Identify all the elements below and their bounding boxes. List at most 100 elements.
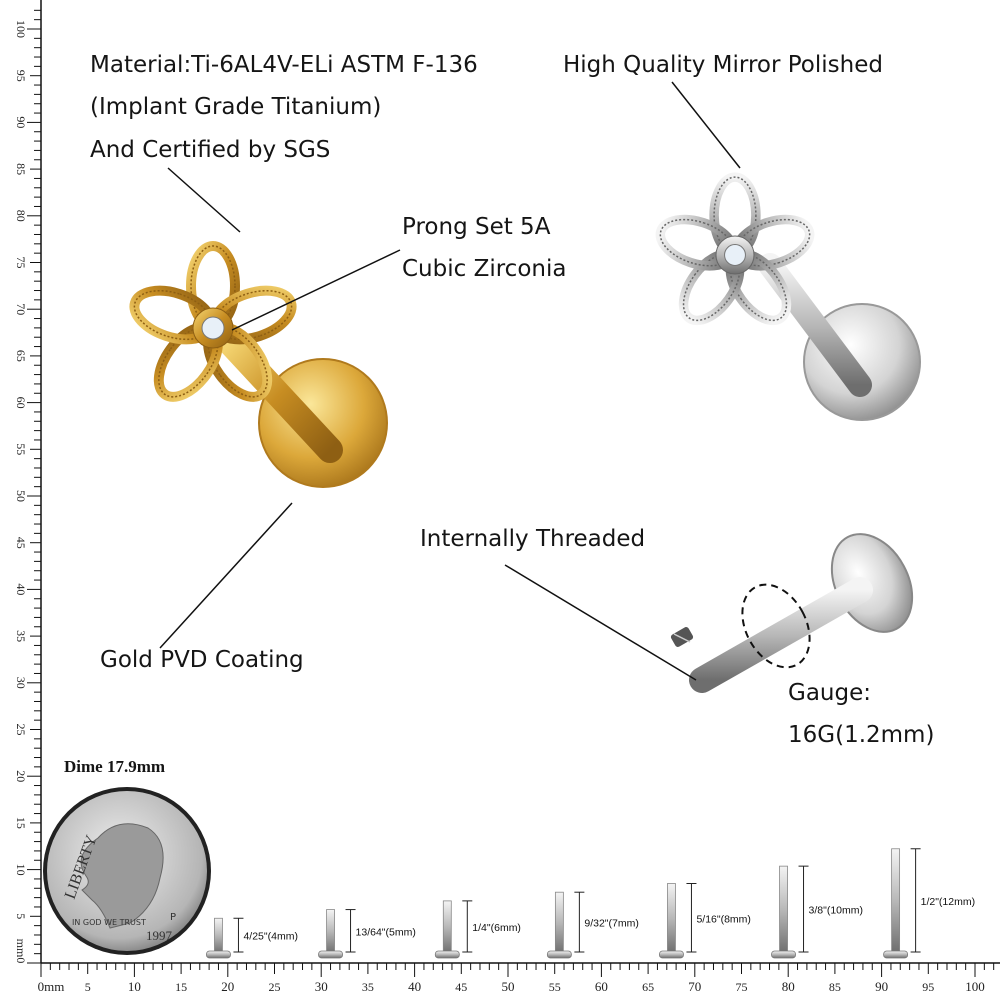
ruler-label: 75: [736, 980, 748, 994]
ruler-label: 95: [14, 70, 28, 82]
prong-line-1: Prong Set 5A: [402, 214, 551, 240]
ruler-label: 55: [14, 443, 28, 455]
length-label: 9/32"(7mm): [584, 918, 639, 930]
threaded-labret-post: [670, 533, 914, 693]
ruler-label: 45: [14, 537, 28, 549]
ruler-label: 60: [14, 397, 28, 409]
petal-texture: [729, 253, 788, 322]
labret-post: [442, 900, 452, 954]
ruler-label: 10: [14, 864, 28, 876]
prong-line-2: Cubic Zirconia: [402, 256, 567, 282]
length-option-5mm: 13/64"(5mm): [318, 909, 416, 959]
length-option-6mm: 1/4"(6mm): [434, 900, 521, 959]
labret-post: [891, 848, 901, 954]
material-line-3: And Certified by SGS: [90, 137, 331, 163]
thread-screw-icon: [670, 627, 694, 647]
coin-text-motto: IN GOD WE TRUST: [72, 918, 146, 927]
silver-flower-stud: [655, 172, 921, 421]
labret-disc: [206, 950, 231, 959]
internally-threaded-label: Internally Threaded: [420, 526, 646, 552]
ruler-label: 35: [362, 980, 374, 994]
ruler-label: 25: [269, 980, 281, 994]
ruler-label: 90: [875, 979, 888, 994]
ruler-label: 80: [14, 210, 28, 222]
length-label: 1/2"(12mm): [921, 896, 976, 908]
labret-disc: [771, 950, 796, 959]
leader-lines: [159, 81, 741, 681]
ruler-label: 70: [688, 979, 701, 994]
ruler-label: 15: [14, 817, 28, 829]
length-option-10mm: 3/8"(10mm): [771, 865, 864, 959]
ruler-label: 60: [595, 979, 608, 994]
ruler-label: 30: [14, 677, 28, 689]
length-option-7mm: 9/32"(7mm): [546, 891, 639, 959]
length-label: 13/64"(5mm): [356, 926, 416, 938]
ruler-label: 70: [14, 303, 28, 315]
ruler-label: 90: [14, 116, 28, 128]
ruler-label: 0mm: [38, 979, 65, 994]
labret-post: [214, 917, 223, 954]
labret-post: [667, 883, 676, 954]
gauge-label: Gauge:: [788, 680, 871, 706]
labret-disc: [434, 950, 460, 959]
length-label: 4/25"(4mm): [243, 931, 298, 943]
dime-coin: LIBERTY IN GOD WE TRUST 1997 P: [43, 787, 211, 955]
coin-text-year: 1997: [146, 928, 173, 943]
petal-texture: [735, 218, 811, 267]
ruler-label: 5: [85, 980, 91, 994]
cubic-zirconia-gem: [201, 316, 225, 340]
ruler-label: 35: [14, 630, 28, 642]
labret-post: [554, 891, 564, 954]
ruler-label: 10: [128, 979, 141, 994]
ruler-label: 85: [829, 980, 841, 994]
petal-texture: [682, 253, 741, 322]
ruler-label: 80: [782, 979, 795, 994]
ruler-label: 100: [14, 20, 28, 38]
ruler-label: 75: [14, 257, 28, 269]
ruler-label: 55: [549, 980, 561, 994]
length-label: 3/8"(10mm): [809, 905, 864, 917]
ruler-label: 20: [221, 979, 234, 994]
material-line-2: (Implant Grade Titanium): [90, 94, 382, 120]
ruler-label: 20: [14, 770, 28, 782]
labret-disc: [883, 950, 909, 959]
material-line-1: Material:Ti-6AL4V-ELi ASTM F-136: [90, 52, 478, 78]
cubic-zirconia-gem: [724, 244, 746, 266]
length-label: 5/16"(8mm): [696, 913, 751, 925]
petal-texture: [659, 218, 735, 267]
ruler-label: 95: [922, 980, 934, 994]
labret-disc: [318, 950, 343, 959]
petal-texture: [713, 176, 757, 254]
ruler-label: 50: [14, 490, 28, 502]
ruler-label: 30: [315, 979, 328, 994]
gold-coating-label: Gold PVD Coating: [100, 647, 304, 673]
ruler-label: 85: [14, 163, 28, 175]
mirror-polished-label: High Quality Mirror Polished: [563, 52, 883, 78]
ruler-label: 5: [14, 913, 28, 919]
dime-label: Dime 17.9mm: [64, 757, 166, 776]
ruler-label: 50: [502, 979, 515, 994]
length-option-8mm: 5/16"(8mm): [659, 883, 751, 959]
ruler-label: 45: [455, 980, 467, 994]
labret-post: [779, 865, 788, 954]
length-options: 4/25"(4mm) 13/64"(5mm) 1/4"(6mm) 9/32"(7mm)…: [206, 848, 976, 959]
coin-text-mint: P: [170, 912, 176, 923]
gold-flower-stud: [129, 241, 388, 488]
labret-disc: [659, 950, 684, 959]
gauge-value: 16G(1.2mm): [788, 722, 935, 748]
ruler-label: 65: [14, 350, 28, 362]
ruler-label: 40: [408, 979, 421, 994]
ruler-label: mm0: [14, 939, 28, 964]
length-option-12mm: 1/2"(12mm): [883, 848, 976, 959]
ruler-label: 25: [14, 724, 28, 736]
length-option-4mm: 4/25"(4mm): [206, 917, 298, 959]
ruler-label: 100: [965, 979, 985, 994]
ruler-label: 15: [175, 980, 187, 994]
ruler-label: 65: [642, 980, 654, 994]
measurement-rulers: 0mmmm05510101515202025253030353540404545…: [14, 0, 1000, 994]
ruler-label: 40: [14, 583, 28, 595]
labret-post: [326, 909, 335, 954]
length-label: 1/4"(6mm): [472, 922, 521, 934]
